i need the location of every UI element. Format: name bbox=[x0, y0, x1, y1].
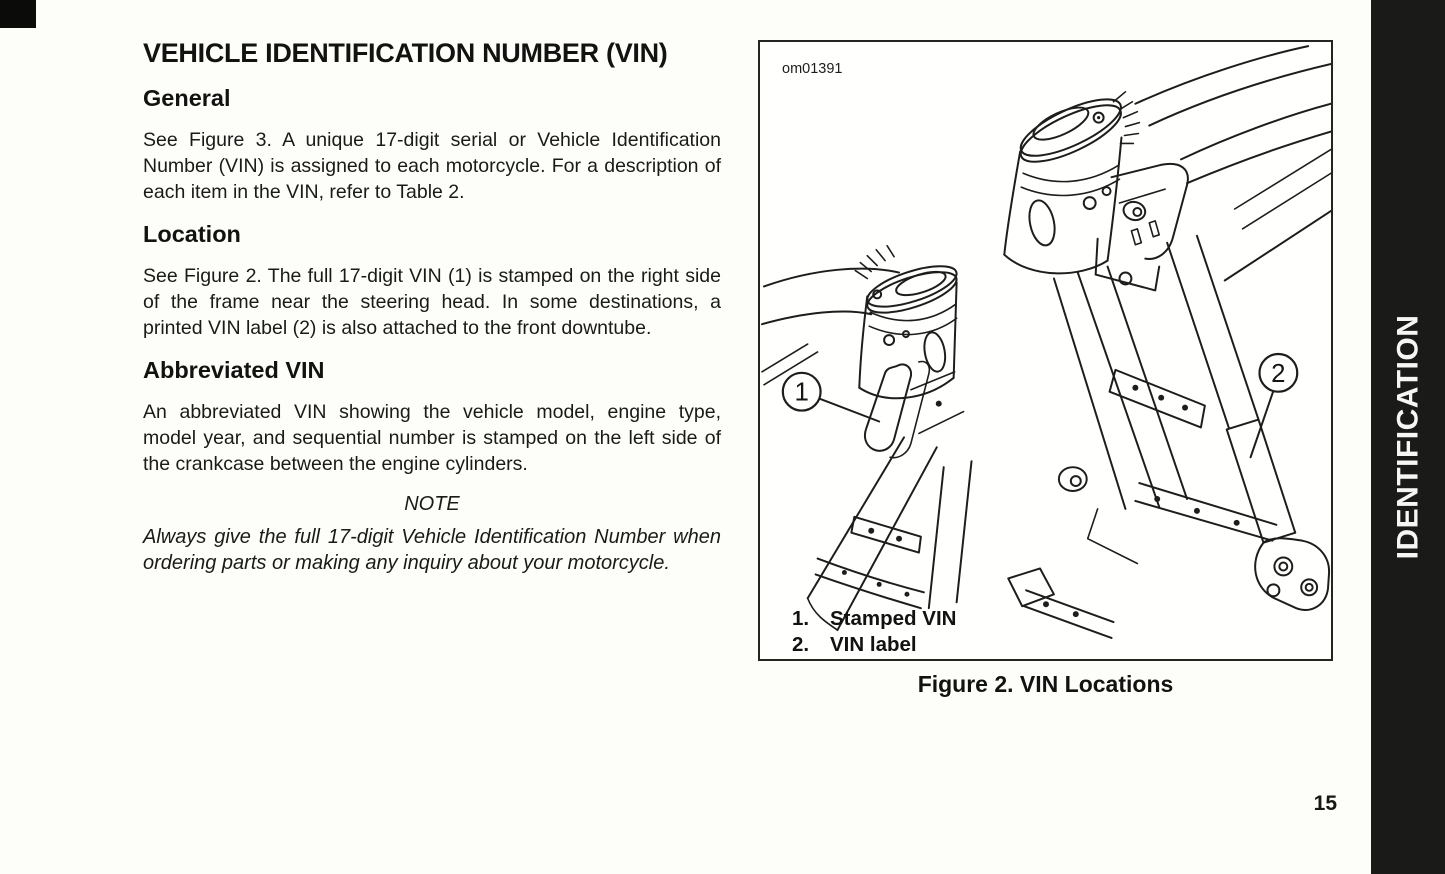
figure-2-box: 1 2 om01391 1. Stamped VIN 2. VIN label bbox=[758, 40, 1333, 661]
callout-1-number: 1 bbox=[795, 379, 809, 407]
callout-2-number: 2 bbox=[1271, 360, 1285, 388]
note-label: NOTE bbox=[404, 493, 460, 515]
section-body-abbreviated-vin: An abbreviated VIN showing the vehicle m… bbox=[143, 401, 721, 475]
section-heading-general: General bbox=[143, 85, 231, 111]
legend-number: 2. bbox=[792, 633, 810, 656]
section-thumb-tab: IDENTIFICATION bbox=[1371, 0, 1445, 874]
scan-corner-mark bbox=[0, 0, 36, 28]
legend-label: VIN label bbox=[830, 633, 917, 656]
section-body-general: See Figure 3. A unique 17-digit serial o… bbox=[143, 129, 721, 203]
legend-number: 1. bbox=[792, 607, 810, 630]
figure-legend: 1. Stamped VIN 2. VIN label bbox=[792, 606, 956, 658]
section-heading-abbreviated-vin: Abbreviated VIN bbox=[143, 357, 325, 383]
stamped-vin-area bbox=[863, 363, 912, 452]
callout-1-circle bbox=[781, 371, 822, 412]
note-body: Always give the full 17-digit Vehicle Id… bbox=[143, 526, 721, 574]
section-heading-location: Location bbox=[143, 221, 241, 247]
callout-2-circle bbox=[1258, 352, 1299, 393]
legend-item-vin-label: 2. VIN label bbox=[792, 632, 956, 658]
page-title: VEHICLE IDENTIFICATION NUMBER (VIN) bbox=[143, 38, 668, 68]
vin-label-area bbox=[1225, 418, 1297, 544]
legend-item-stamped-vin: 1. Stamped VIN bbox=[792, 606, 956, 632]
front-downtube-assembly bbox=[1003, 45, 1331, 639]
figure-caption: Figure 2. VIN Locations bbox=[917, 671, 1174, 697]
vin-locations-line-drawing: 1 2 bbox=[760, 45, 1331, 639]
figure-reference-code: om01391 bbox=[782, 61, 843, 77]
page-number: 15 bbox=[1313, 792, 1337, 815]
section-tab-label: IDENTIFICATION bbox=[1391, 314, 1425, 560]
legend-label: Stamped VIN bbox=[830, 607, 957, 630]
section-body-location: See Figure 2. The full 17-digit VIN (1) … bbox=[143, 265, 721, 339]
text-column: VEHICLE IDENTIFICATION NUMBER (VIN) Gene… bbox=[143, 38, 721, 576]
steering-head-assembly bbox=[760, 244, 973, 632]
callout-2: 2 bbox=[1249, 352, 1299, 459]
callout-1: 1 bbox=[781, 371, 881, 423]
